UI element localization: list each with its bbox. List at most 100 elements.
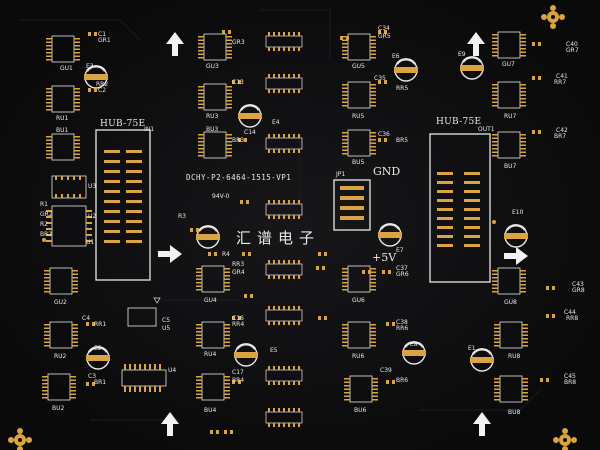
- label-e3: E3: [86, 63, 94, 70]
- label-bu4: BU4: [204, 407, 217, 414]
- label-gr8: GR8: [572, 287, 585, 294]
- plus5v-label: +5V: [372, 251, 397, 264]
- label-gu2: GU2: [54, 299, 67, 306]
- label-gr6: GR6: [396, 271, 409, 278]
- label-c43: C43: [572, 281, 584, 288]
- label-c40: C40: [566, 41, 578, 48]
- label-br3: BR3: [232, 137, 245, 144]
- label-rr6: RR6: [396, 325, 409, 332]
- label-c44: C44: [564, 309, 576, 316]
- label-u3: U3: [88, 183, 97, 190]
- label-c45: C45: [564, 373, 576, 380]
- label-u5: U5: [162, 325, 171, 332]
- label-bu8: BU8: [508, 409, 521, 416]
- label-rr8: RR8: [566, 315, 579, 322]
- label-ru8: RU8: [508, 353, 521, 360]
- label-ru4: RU4: [204, 351, 217, 358]
- label-ru3: RU3: [206, 113, 219, 120]
- label-c37: C37: [396, 265, 408, 272]
- label-e4: E4: [272, 119, 280, 126]
- label-rr2: RR2: [96, 81, 109, 88]
- label-c39: C39: [380, 367, 392, 374]
- label-bu1: BU1: [56, 127, 69, 134]
- model-text: DCHY-P2-6464-1515-VP1: [186, 173, 292, 182]
- label-e9: E9: [458, 51, 466, 58]
- label-e1: E1: [468, 345, 476, 352]
- label-c5: C5: [162, 317, 171, 324]
- label-c14: C14: [244, 129, 256, 136]
- label-br1: BR1: [94, 379, 107, 386]
- label-bu2: BU2: [52, 405, 65, 412]
- label-rr3: RR3: [232, 261, 245, 268]
- label-c1: C1: [98, 31, 107, 38]
- connector-out-label: OUT1: [478, 126, 495, 133]
- label-e7: E7: [396, 247, 404, 254]
- label-gu6: GU6: [352, 297, 365, 304]
- label-gu3: GU3: [206, 63, 219, 70]
- label-bu6: BU6: [354, 407, 367, 414]
- rating-text: 94V-0: [212, 193, 230, 200]
- label-c16: C16: [232, 315, 244, 322]
- label-ru5: RU5: [352, 113, 365, 120]
- label-c17: C17: [232, 369, 244, 376]
- label-br5: BR5: [396, 137, 409, 144]
- label-gr7: GR7: [566, 47, 579, 54]
- label-gr2: GR2: [40, 211, 53, 218]
- label-gu1: GU1: [60, 65, 73, 72]
- label-bu5: BU5: [352, 159, 365, 166]
- label-e8: E8: [410, 341, 418, 348]
- label-u1: U1: [86, 239, 95, 246]
- label-rr4: RR4: [232, 321, 245, 328]
- label-ru6: RU6: [352, 353, 365, 360]
- label-gr1: GR1: [98, 37, 111, 44]
- label-c3: C3: [88, 373, 97, 380]
- label-br7: BR7: [554, 133, 567, 140]
- label-gr4: GR4: [232, 269, 245, 276]
- label-rr7: RR7: [554, 79, 567, 86]
- label-rr5: RR5: [396, 85, 409, 92]
- label-r4: R4: [222, 251, 230, 258]
- label-c34: C34: [378, 25, 390, 32]
- label-bu3: BU3: [206, 126, 219, 133]
- label-e10: E10: [512, 209, 524, 216]
- label-e5: E5: [270, 347, 278, 354]
- label-br4: BR4: [232, 377, 245, 384]
- label-c36: C36: [378, 131, 390, 138]
- label-u4: U4: [168, 367, 177, 374]
- label-r3: R3: [178, 213, 186, 220]
- label-c35: C35: [374, 75, 386, 82]
- label-br6: BR6: [396, 377, 409, 384]
- label-e2: E2: [94, 345, 102, 352]
- label-br2: BR2: [40, 231, 53, 238]
- label-gu7: GU7: [502, 61, 515, 68]
- connector-in-title: HUB-75E: [100, 119, 146, 129]
- label-rr1: RR1: [94, 321, 107, 328]
- jp1-label: JP1: [336, 171, 346, 178]
- label-c2: C2: [98, 87, 107, 94]
- label-e6: E6: [392, 53, 400, 60]
- label-ru7: RU7: [504, 113, 517, 120]
- label-gu4: GU4: [204, 297, 217, 304]
- connector-out-title: HUB-75E: [436, 117, 482, 127]
- label-ru2: RU2: [54, 353, 67, 360]
- label-bu7: BU7: [504, 163, 517, 170]
- label-ru1: RU1: [56, 115, 69, 122]
- label-gr5: GR5: [378, 33, 391, 40]
- label-c13: C13: [232, 79, 244, 86]
- label-gr3: GR3: [232, 39, 245, 46]
- label-u2: U2: [88, 213, 97, 220]
- label-r2: R2: [40, 221, 48, 228]
- gnd-label: GND: [373, 165, 401, 178]
- label-r1: R1: [40, 201, 48, 208]
- label-br8: BR8: [564, 379, 577, 386]
- label-gu8: GU8: [504, 299, 517, 306]
- brand-text: 汇谱电子: [236, 229, 321, 247]
- label-c42: C42: [556, 127, 568, 134]
- label-c41: C41: [556, 73, 568, 80]
- label-c38: C38: [396, 319, 408, 326]
- connector-in-label: IN1: [144, 126, 155, 133]
- label-c4: C4: [82, 315, 91, 322]
- label-gu5: GU5: [352, 63, 365, 70]
